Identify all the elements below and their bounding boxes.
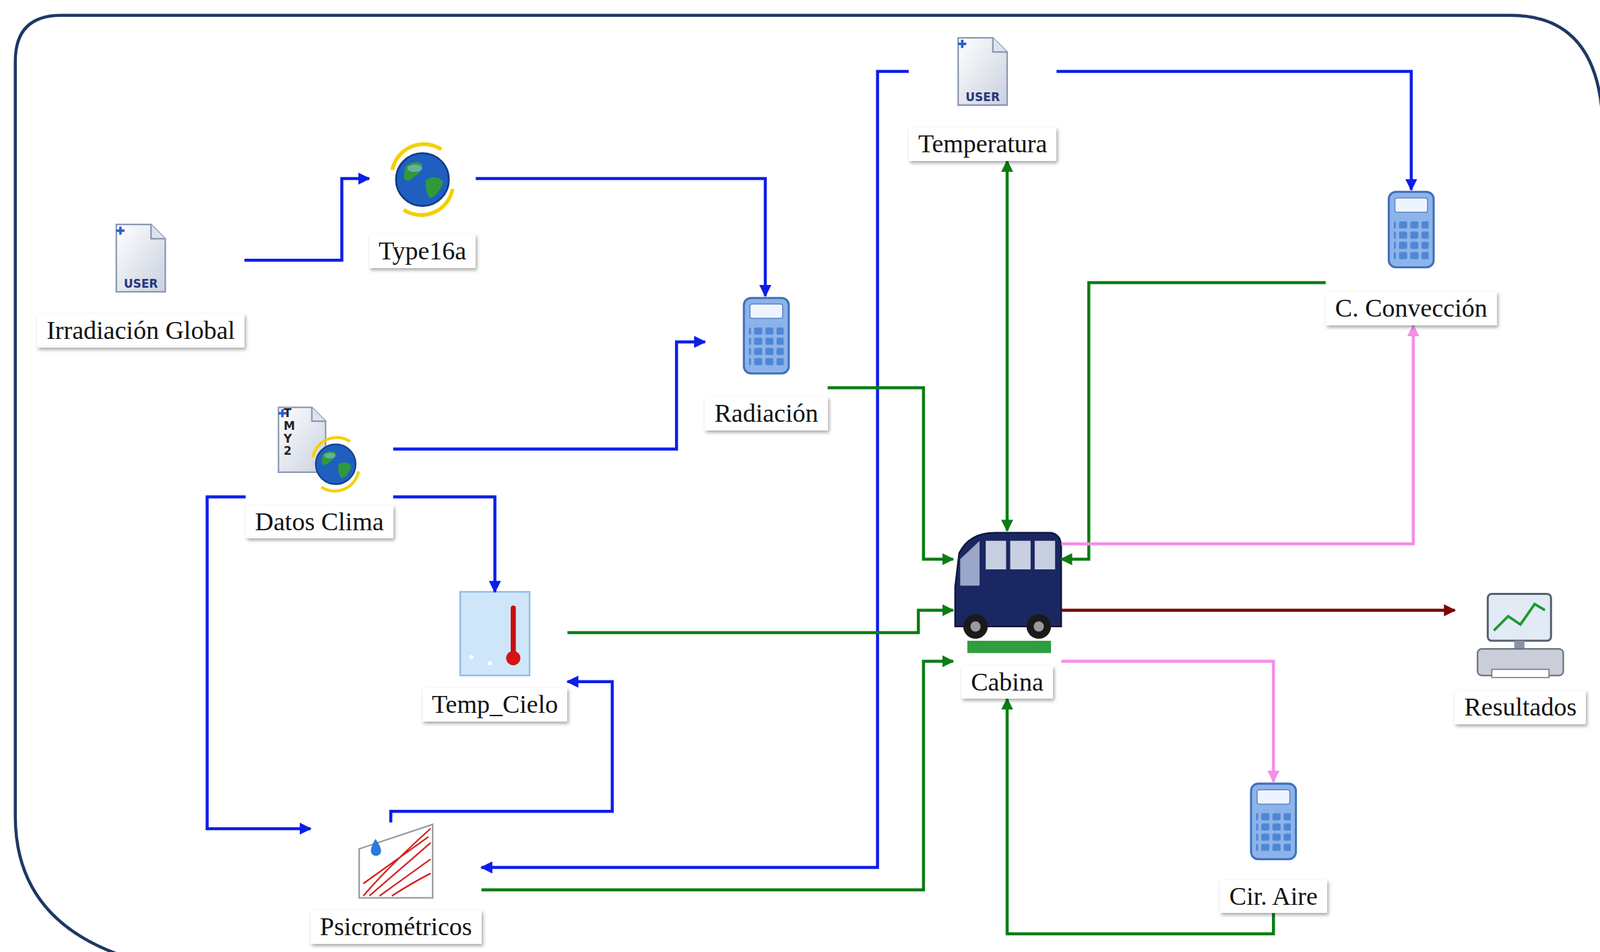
trnsys-component: USER Irradiación Global (37, 222, 245, 348)
icon-text: TMY2 (283, 406, 296, 458)
connector (481, 71, 909, 868)
icon-area (741, 295, 791, 376)
sky-temperature-icon (460, 591, 530, 676)
icon-area (1476, 592, 1565, 680)
component-label: Type16a (369, 234, 476, 269)
icon-area: USER (114, 222, 168, 294)
connector (393, 341, 706, 449)
icon-area (384, 142, 461, 218)
connector (207, 497, 311, 829)
icon-area (1386, 189, 1436, 270)
trnsys-component: Resultados (1454, 592, 1586, 725)
icon-area (460, 592, 530, 676)
component-label: Cabina (961, 665, 1053, 700)
connector (393, 497, 496, 593)
trnsys-component: Radiación (704, 295, 828, 431)
icon-area: TMY2 (275, 402, 364, 493)
icon-text: USER (114, 276, 168, 291)
connector (475, 178, 766, 296)
icon-area: USER (955, 35, 1010, 108)
component-label: Temp_Cielo (422, 687, 568, 722)
connector (244, 178, 370, 261)
trnsys-component: Cir. Aire (1220, 781, 1328, 913)
connector (1056, 71, 1412, 190)
component-label: Temperatura (908, 127, 1057, 162)
connector (567, 610, 953, 633)
calculator-icon (1251, 783, 1297, 859)
icon-text: USER (955, 90, 1010, 104)
calculator-icon (1388, 192, 1434, 268)
connector (1061, 661, 1274, 783)
psychrometric-chart-icon (359, 824, 433, 899)
icon-area (357, 822, 435, 901)
connector (1005, 161, 1010, 531)
icon-area (1249, 781, 1299, 861)
trnsys-component: Psicrométricos (310, 822, 482, 944)
globe-icon (392, 144, 453, 215)
component-label: Cir. Aire (1220, 879, 1328, 914)
connector (827, 388, 954, 560)
calculator-icon (743, 297, 789, 374)
component-label: Radiación (704, 396, 828, 431)
trnsys-component: USER Temperatura (908, 35, 1057, 162)
connector (1061, 609, 1455, 613)
trnsys-component: TMY2Datos Clima (245, 402, 394, 539)
component-label: Datos Clima (245, 505, 394, 539)
globe-icon (312, 437, 359, 492)
component-label: C. Convección (1325, 291, 1497, 326)
bus-icon (955, 532, 1062, 654)
trnsys-component: Temp_Cielo (422, 592, 568, 722)
connector (390, 681, 613, 823)
connector (1061, 282, 1326, 560)
icon-area (953, 530, 1062, 646)
connector (1061, 325, 1414, 544)
trnsys-component: Cabina (953, 530, 1062, 700)
trnsys-component: Type16a (369, 142, 476, 269)
frame-border (15, 15, 1600, 952)
component-label: Irradiación Global (37, 313, 245, 348)
printer-monitor-icon (1477, 593, 1563, 678)
component-label: Resultados (1454, 690, 1586, 725)
trnsys-component: C. Convección (1325, 189, 1497, 326)
component-label: Psicrométricos (310, 910, 482, 944)
